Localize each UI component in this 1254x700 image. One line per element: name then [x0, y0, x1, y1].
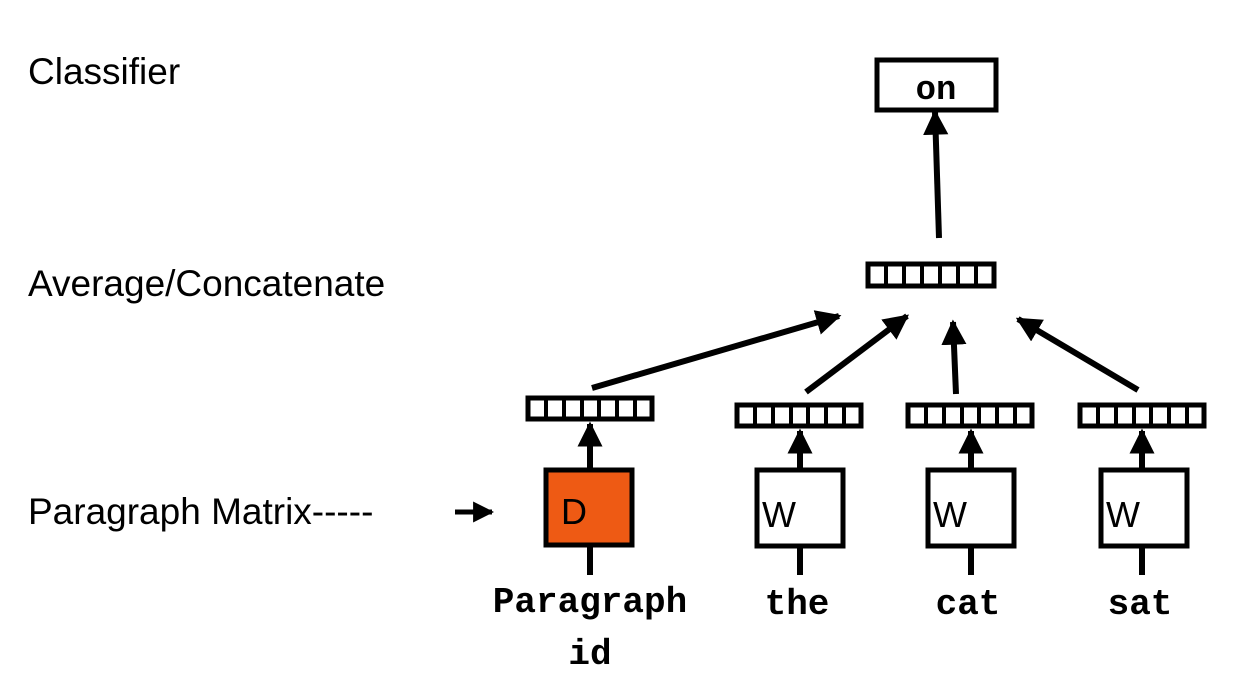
sat-vector — [1077, 402, 1207, 429]
combined-vector — [865, 261, 997, 289]
average-concatenate-label: Average/Concatenate — [28, 263, 385, 304]
the-word-matrix-box-letter: W — [762, 494, 796, 535]
the-token: the — [765, 584, 830, 625]
sat-word-matrix-box-letter: W — [1106, 494, 1140, 535]
cat-vector — [905, 402, 1035, 429]
paragraph-token-line-2: id — [568, 634, 611, 675]
cat-vector-to-combined-arrow — [941, 319, 967, 395]
paragraph-token-line-1: Paragraph — [493, 582, 687, 623]
paragraph-matrix-label: Paragraph Matrix----- — [28, 491, 373, 532]
input-column-cat: W cat — [905, 402, 1035, 625]
classifier-label: Classifier — [28, 51, 180, 92]
combined-vector-cells — [884, 264, 978, 286]
cat-word-matrix-box-letter: W — [933, 494, 967, 535]
paragraph-matrix-box-letter: D — [561, 491, 587, 532]
paragraph-vector-to-combined-arrow — [591, 310, 842, 391]
input-column-sat: W sat — [1077, 402, 1207, 625]
combined-to-output-arrow — [923, 109, 949, 239]
paragraph-vector — [525, 395, 655, 422]
input-column-the: W the — [734, 402, 864, 625]
the-word-matrix-box — [754, 467, 846, 549]
the-vector — [734, 402, 864, 429]
the-vector-to-combined-arrow — [804, 313, 910, 395]
output-word: on — [916, 72, 957, 110]
sat-vector-to-combined-arrow — [1015, 316, 1140, 393]
sat-token: sat — [1108, 584, 1173, 625]
cat-word-matrix-box — [925, 467, 1017, 549]
cat-token: cat — [936, 584, 1001, 625]
paragraph-matrix-box — [543, 467, 635, 548]
input-column-paragraph: D Paragraph id — [493, 395, 687, 675]
